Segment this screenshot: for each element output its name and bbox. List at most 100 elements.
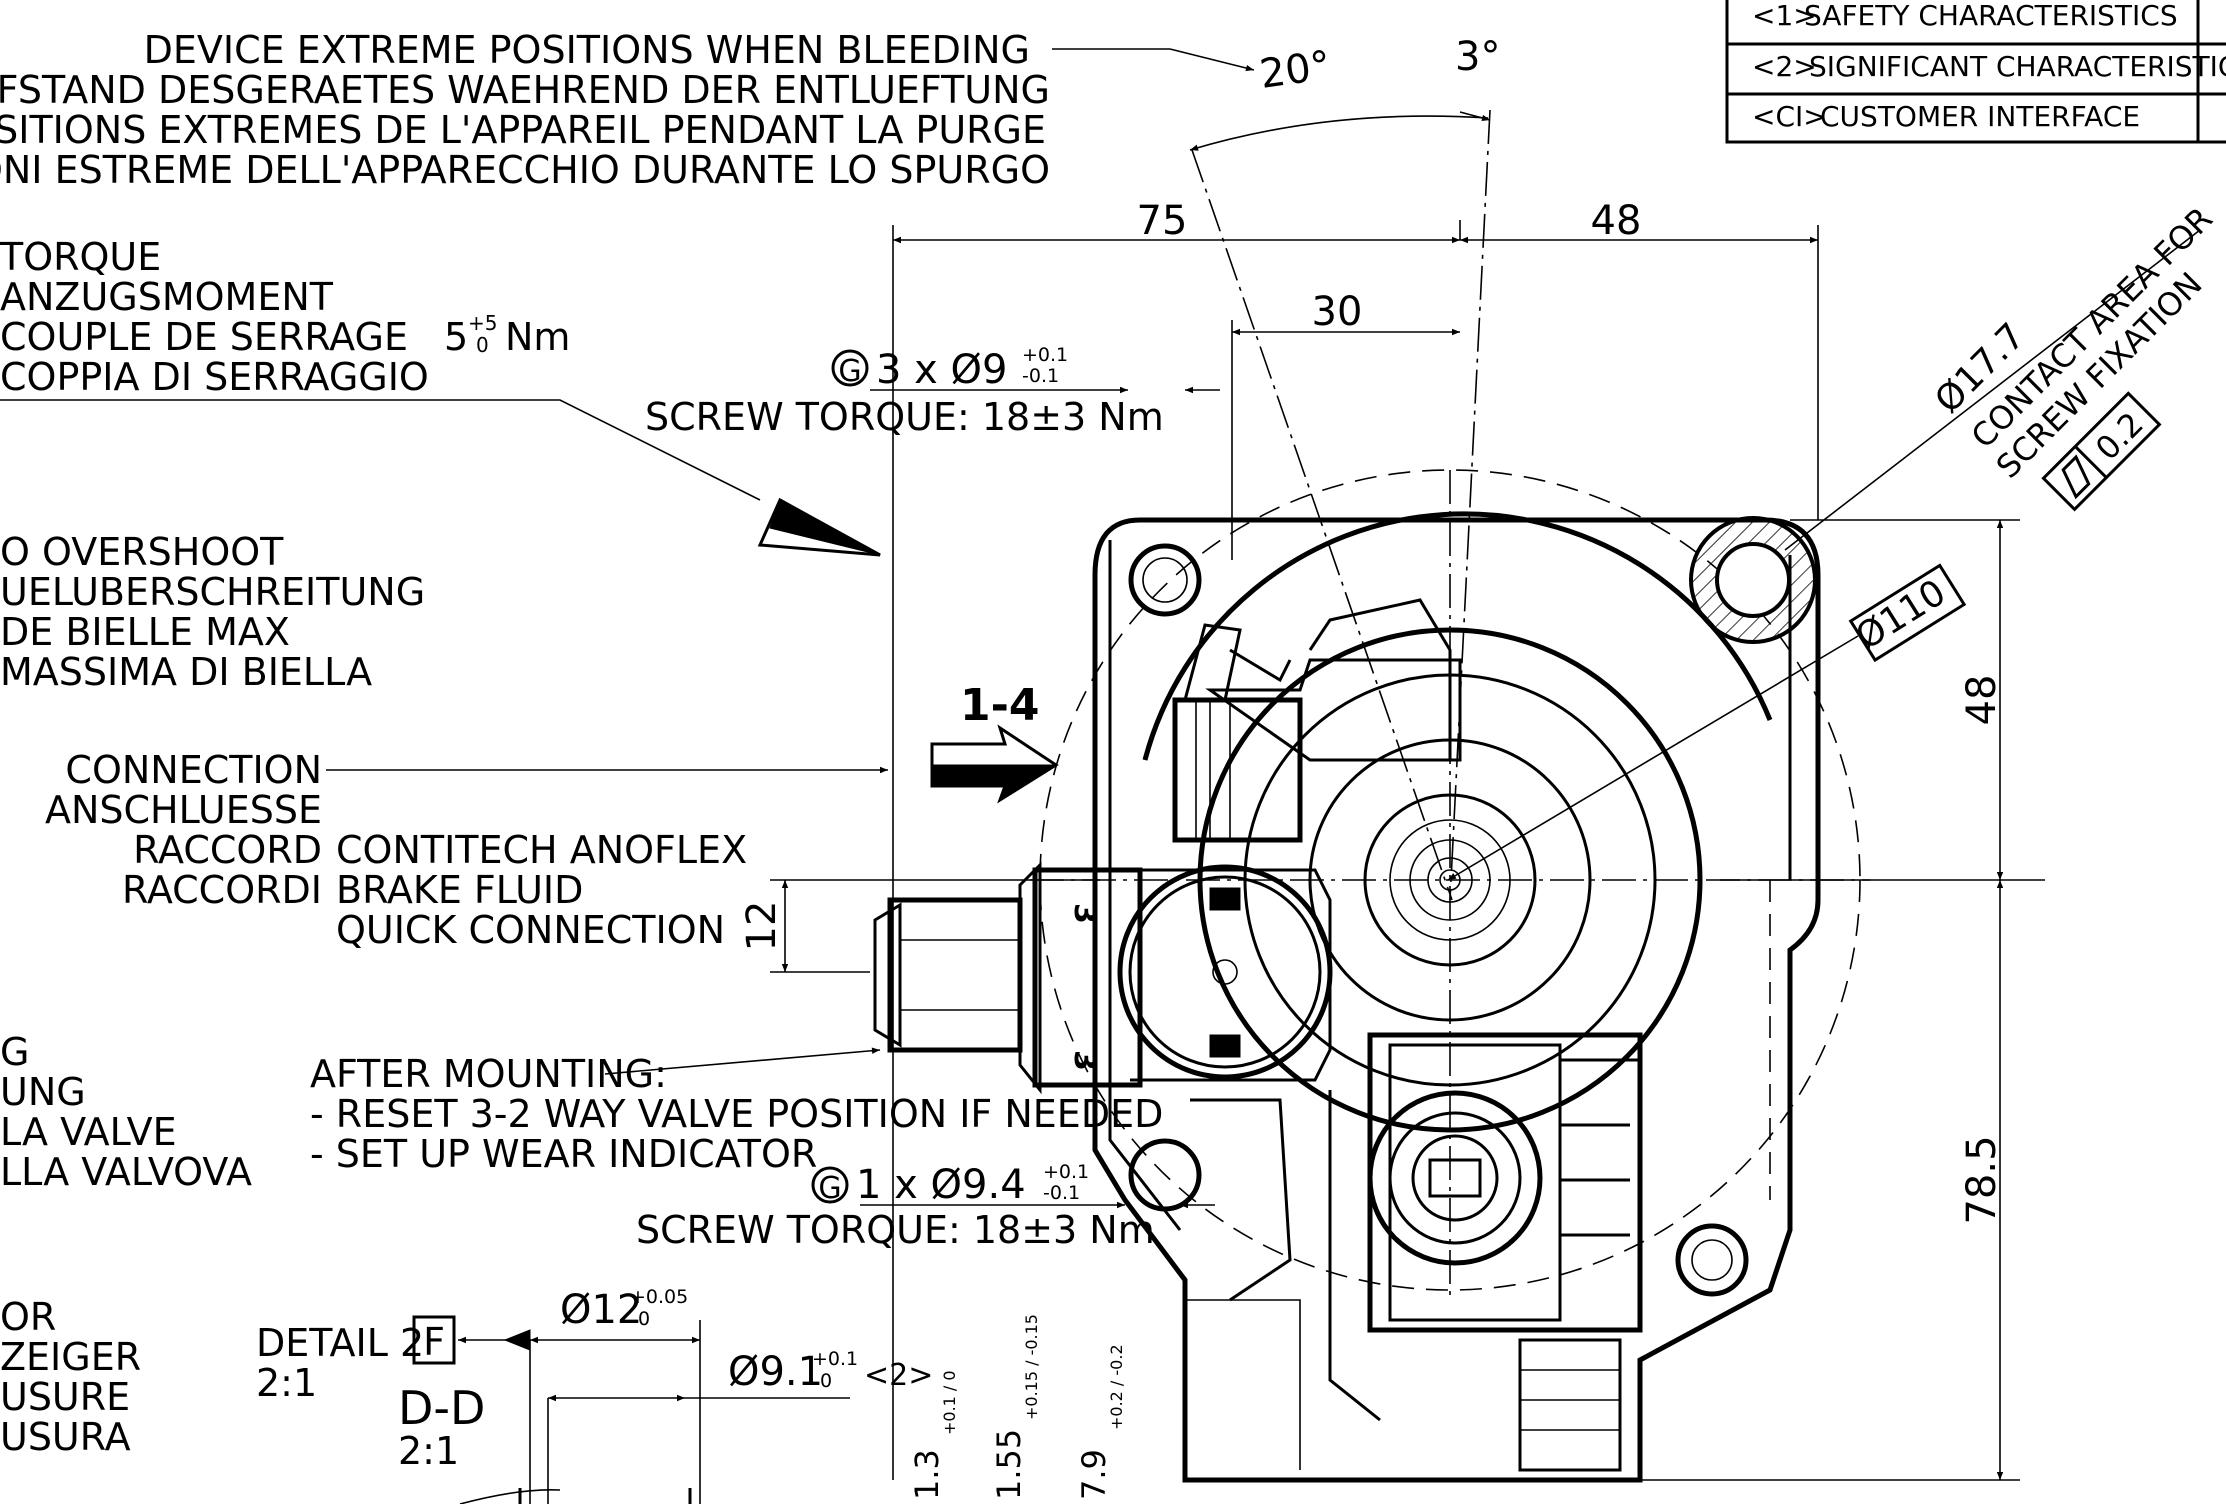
valve-line: G bbox=[0, 1030, 29, 1074]
connection-line: CONNECTION bbox=[65, 748, 322, 792]
dim-1-55-label: 1.55 bbox=[990, 1429, 1028, 1500]
dimension-12: 12 bbox=[739, 879, 1100, 973]
connection-detail: BRAKE FLUID bbox=[336, 868, 583, 912]
connection-line: ANSCHLUESSE bbox=[45, 788, 322, 832]
screw-callout-bottom: G 1 x Ø9.4 +0.1 -0.1 SCREW TORQUE: 18±3 … bbox=[636, 1161, 1215, 1252]
connection-detail: QUICK CONNECTION bbox=[336, 908, 725, 952]
detail-2: DETAIL 2 F 2:1 D-D 2:1 Ø12 +0.05 0 Ø9.1 … bbox=[256, 1286, 1126, 1504]
legend-label-significant: SIGNIFICANT CHARACTERISTICS bbox=[1809, 50, 2226, 83]
characteristics-legend: <1> SAFETY CHARACTERISTICS <2> SIGNIFICA… bbox=[1725, 0, 2226, 144]
detail-label: DETAIL 2 bbox=[256, 1321, 424, 1365]
screw-bottom-tol-upper: +0.1 bbox=[1043, 1161, 1089, 1183]
screw-bottom-torque: SCREW TORQUE: 18±3 Nm bbox=[636, 1208, 1155, 1252]
torque-note-line: TORQUE bbox=[0, 235, 161, 279]
bleeding-angles: 20° 3° bbox=[1189, 34, 1500, 901]
wear-line: USURE bbox=[0, 1375, 130, 1419]
dia-12-label: Ø12 bbox=[560, 1287, 642, 1333]
dia-12-tol-lower: 0 bbox=[638, 1308, 650, 1330]
flatness-value: 0.2 bbox=[2088, 405, 2151, 468]
dim-12-label: 12 bbox=[739, 901, 785, 952]
contact-area-callout: Ø17.7 CONTACT AREA FOR SCREW FIXATION 0.… bbox=[1784, 200, 2220, 551]
dim-7-9-label: 7.9 bbox=[1075, 1449, 1113, 1500]
bleeding-note-line: DEVICE EXTREME POSITIONS WHEN BLEEDING bbox=[144, 28, 1030, 72]
wear-note: OR ZEIGER USURE USURA bbox=[0, 1295, 141, 1459]
bleeding-note-line: MAX.SCHIEFSTAND DESGERAETES WAEHREND DER… bbox=[0, 68, 1050, 112]
dim-48-right-label: 48 bbox=[1959, 675, 2005, 726]
overshoot-note: O OVERSHOOT UELUBERSCHREITUNG DE BIELLE … bbox=[0, 530, 425, 694]
dim-75-label: 75 bbox=[1137, 198, 1188, 244]
connection-line: RACCORDI bbox=[122, 868, 322, 912]
valve-line: LA VALVE bbox=[0, 1110, 177, 1154]
dimension-75: 75 bbox=[892, 198, 1461, 1480]
wear-line: ZEIGER bbox=[0, 1335, 141, 1379]
torque-note-line: COUPLE DE SERRAGE bbox=[0, 315, 408, 359]
connection-note: CONNECTION ANSCHLUESSE RACCORD RACCORDI … bbox=[45, 748, 888, 952]
screw-bottom-spec: 1 x Ø9.4 bbox=[856, 1162, 1026, 1208]
bleeding-note-line: POSITIONS EXTREMES DE L'APPAREIL PENDANT… bbox=[0, 108, 1046, 152]
dim-7-9-tol: +0.2 / -0.2 bbox=[1107, 1344, 1126, 1430]
torque-note-line: COPPIA DI SERRAGGIO bbox=[0, 355, 429, 399]
screw-callout-top: G 3 x Ø9 +0.1 -0.1 SCREW TORQUE: 18±3 Nm bbox=[645, 344, 1220, 439]
dim-78-5-label: 78.5 bbox=[1959, 1135, 2005, 1224]
torque-arrow bbox=[757, 497, 881, 557]
dia-12-tol-upper: +0.05 bbox=[630, 1286, 688, 1308]
after-mounting-item: - RESET 3-2 WAY VALVE POSITION IF NEEDED bbox=[310, 1092, 1163, 1136]
dimension-48-top: 48 bbox=[1460, 198, 1819, 520]
dimension-78-5: 78.5 bbox=[1560, 880, 2020, 1481]
torque-note: TORQUE ANZUGSMOMENT COUPLE DE SERRAGE CO… bbox=[0, 235, 761, 501]
dia-9-1-label: Ø9.1 bbox=[728, 1349, 823, 1395]
bleeding-note-line: POSIZIONI ESTREME DELL'APPARECCHIO DURAN… bbox=[0, 148, 1050, 192]
screw-bottom-tol-lower: -0.1 bbox=[1043, 1182, 1080, 1204]
valve-line: UNG bbox=[0, 1070, 86, 1114]
dia-9-1-tol-upper: +0.1 bbox=[812, 1348, 858, 1370]
legend-code-ci: <CI> bbox=[1752, 100, 1827, 133]
detail-scale: 2:1 bbox=[256, 1361, 317, 1405]
overshoot-line: DE BIELLE MAX bbox=[0, 610, 290, 654]
torque-unit: Nm bbox=[505, 315, 570, 359]
torque-note-line: ANZUGSMOMENT bbox=[0, 275, 334, 319]
detail-ref: F bbox=[423, 1320, 445, 1364]
screw-top-spec: 3 x Ø9 bbox=[876, 347, 1007, 393]
connection-line: RACCORD bbox=[133, 828, 322, 872]
angle-3-label: 3° bbox=[1455, 34, 1500, 80]
port-mark-bottom: 3 bbox=[1067, 1050, 1102, 1071]
legend-label-customer: CUSTOMER INTERFACE bbox=[1820, 100, 2140, 133]
view-1-4: 1-4 bbox=[930, 680, 1059, 804]
view-label: 1-4 bbox=[960, 680, 1040, 731]
dim-30-label: 30 bbox=[1312, 289, 1363, 335]
torque-tol-lower: 0 bbox=[476, 333, 489, 357]
legend-code-1: <1> bbox=[1752, 0, 1817, 32]
connection-detail: CONTITECH ANOFLEX bbox=[336, 828, 747, 872]
overshoot-line: O OVERSHOOT bbox=[0, 530, 284, 574]
valve-line: LLA VALVOVA bbox=[0, 1150, 252, 1194]
port-mark-top: 3 bbox=[1067, 903, 1102, 924]
legend-code-2: <2> bbox=[1752, 50, 1817, 83]
dim-1-3-tol: +0.1 / 0 bbox=[940, 1370, 959, 1435]
dia-9-1-char: <2> bbox=[864, 1358, 933, 1393]
angle-20-label: 20° bbox=[1257, 42, 1334, 97]
bleeding-note: DEVICE EXTREME POSITIONS WHEN BLEEDING M… bbox=[0, 28, 1255, 192]
section-scale: 2:1 bbox=[398, 1429, 459, 1473]
overshoot-line: UELUBERSCHREITUNG bbox=[0, 570, 425, 614]
torque-tol-upper: +5 bbox=[468, 311, 497, 335]
after-mounting-item: - SET UP WEAR INDICATOR bbox=[310, 1132, 817, 1176]
dim-48-top-label: 48 bbox=[1591, 198, 1642, 244]
after-mounting-note: AFTER MOUNTING: - RESET 3-2 WAY VALVE PO… bbox=[310, 1047, 1163, 1176]
wear-line: OR bbox=[0, 1295, 56, 1339]
dimension-48-right: 48 bbox=[1720, 519, 2045, 881]
dim-1-55-tol: +0.15 / -0.15 bbox=[1022, 1314, 1041, 1420]
pump-body: 3 3 bbox=[873, 469, 1870, 1483]
section-label: D-D bbox=[398, 1381, 485, 1435]
torque-value: 5 bbox=[444, 315, 468, 359]
overshoot-line: MASSIMA DI BIELLA bbox=[0, 650, 372, 694]
dim-1-3-label: 1.3 bbox=[908, 1449, 946, 1500]
valve-note: G UNG LA VALVE LLA VALVOVA bbox=[0, 1030, 252, 1194]
screw-top-tol-lower: -0.1 bbox=[1022, 365, 1059, 387]
screw-top-symbol: G bbox=[838, 354, 861, 389]
screw-top-torque: SCREW TORQUE: 18±3 Nm bbox=[645, 395, 1164, 439]
screw-bottom-symbol: G bbox=[818, 1171, 841, 1206]
legend-label-safety: SAFETY CHARACTERISTICS bbox=[1804, 0, 2178, 32]
dia-9-1-tol-lower: 0 bbox=[820, 1370, 832, 1392]
wear-line: USURA bbox=[0, 1415, 131, 1459]
